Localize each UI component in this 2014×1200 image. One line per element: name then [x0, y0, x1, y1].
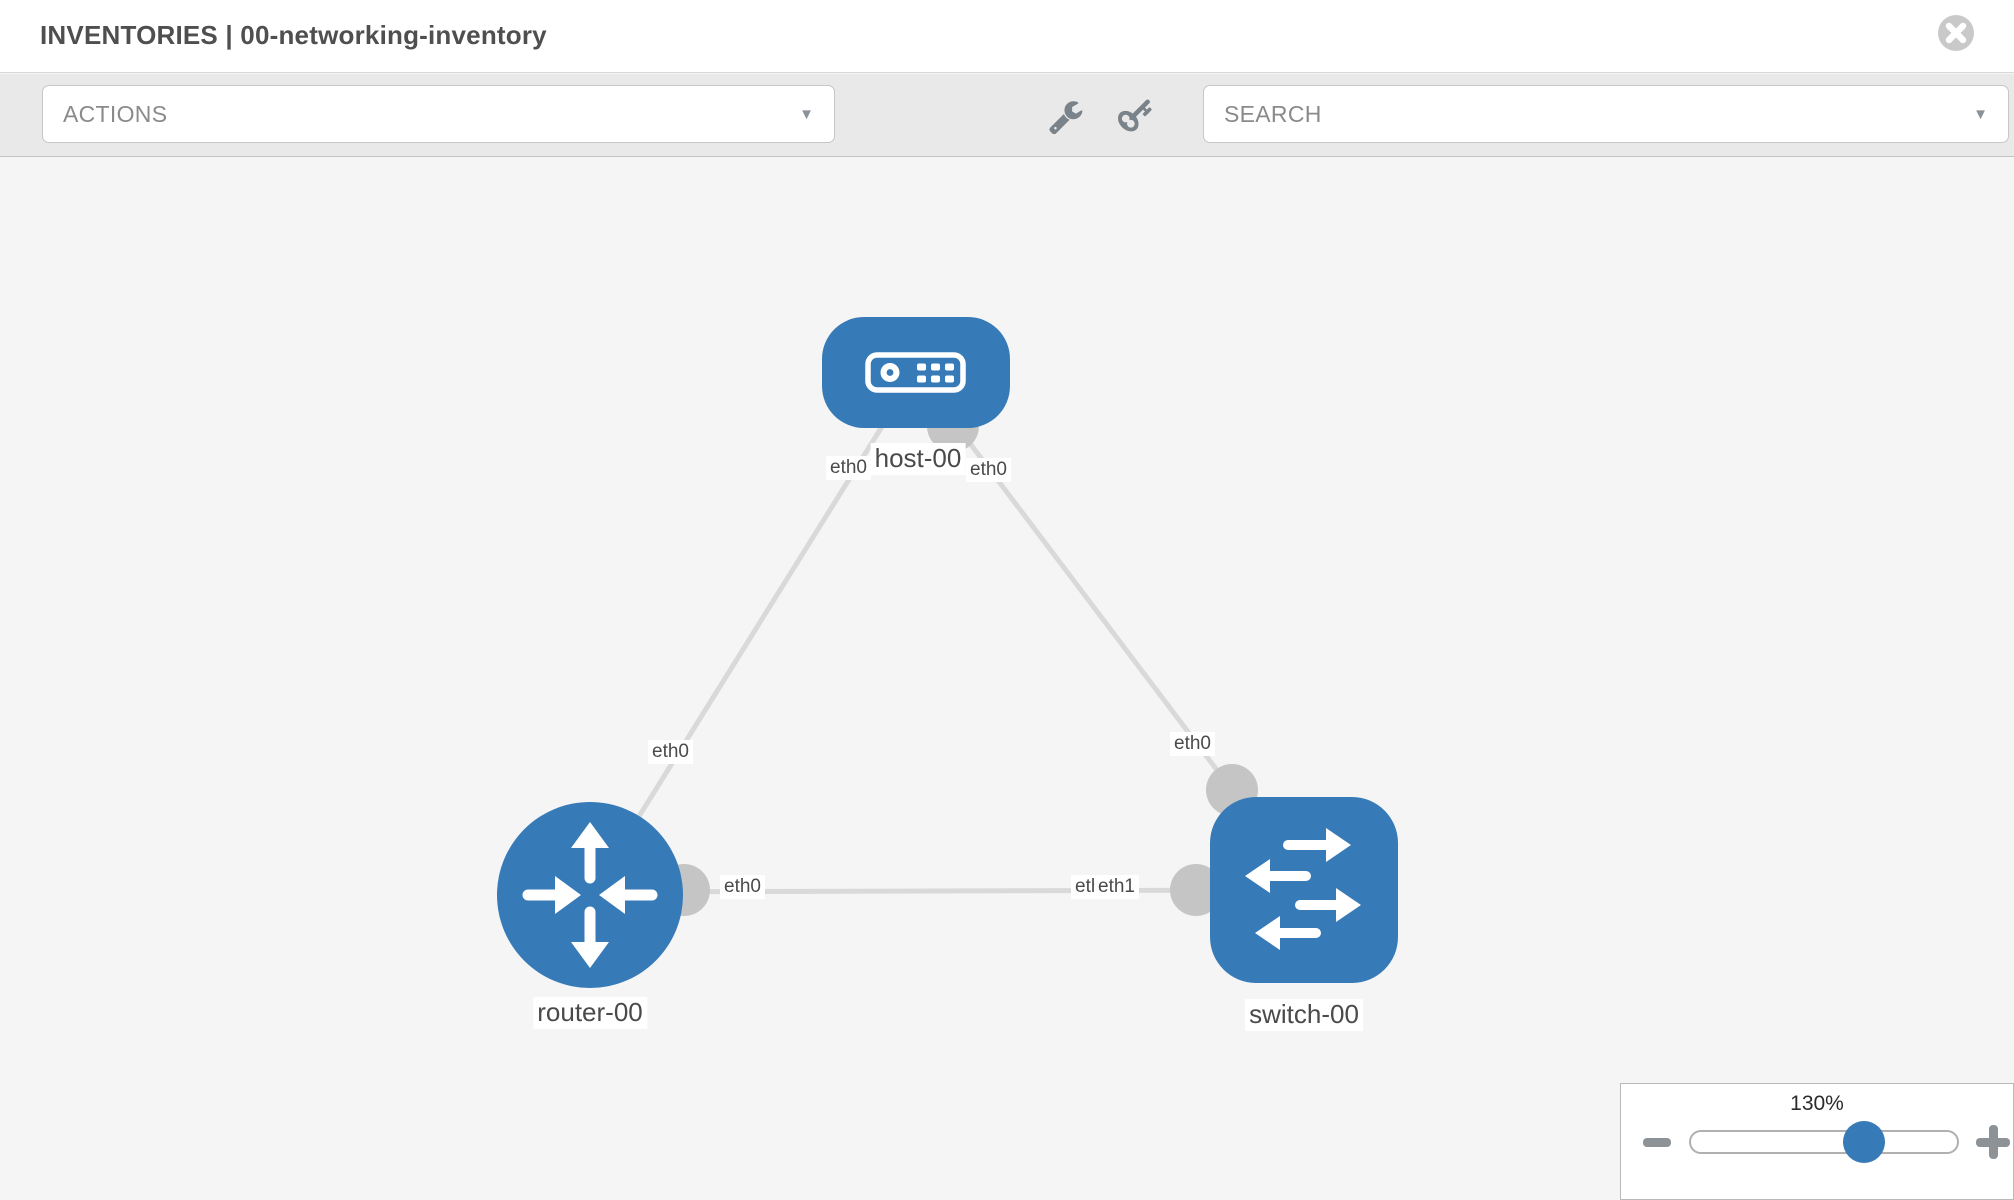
node-router[interactable] — [497, 802, 683, 988]
actions-dropdown-label: ACTIONS — [63, 100, 168, 127]
iface-label-router-eth0-uplink: eth0 — [648, 740, 693, 764]
zoom-slider[interactable] — [1689, 1130, 1959, 1154]
node-label-switch: switch-00 — [1245, 999, 1363, 1031]
key-icon[interactable] — [1118, 98, 1154, 134]
router-icon — [522, 822, 658, 968]
zoom-panel: 130% — [1620, 1083, 2014, 1200]
chevron-down-icon: ▼ — [1973, 105, 1988, 123]
close-icon — [1937, 15, 1975, 55]
toolbar: ACTIONS ▼ SEARCH ▼ — [0, 74, 2014, 157]
port-switch-eth1 — [1170, 864, 1222, 916]
close-button[interactable] — [1937, 14, 1975, 52]
iface-label-host-eth0-right: eth0 — [966, 458, 1011, 482]
search-dropdown[interactable]: SEARCH ▼ — [1203, 85, 2009, 143]
zoom-level-label: 130% — [1790, 1092, 1844, 1115]
node-label-host: host-00 — [870, 443, 966, 475]
iface-label-switch-eth0-uplink: eth0 — [1170, 732, 1215, 756]
chevron-down-icon: ▼ — [799, 105, 814, 123]
search-dropdown-label: SEARCH — [1224, 100, 1322, 127]
zoom-in-button[interactable] — [1973, 1122, 2013, 1162]
iface-label-router-eth0: eth0 — [720, 875, 765, 899]
iface-label-host-eth0-left: eth0 — [826, 456, 871, 480]
actions-dropdown[interactable]: ACTIONS ▼ — [42, 85, 835, 143]
page-title: INVENTORIES | 00-networking-inventory — [40, 20, 547, 50]
zoom-slider-handle[interactable] — [1843, 1121, 1885, 1163]
iface-label-switch-eth1: eth1 — [1094, 875, 1139, 899]
switch-icon — [1245, 828, 1361, 950]
wrench-icon[interactable] — [1049, 98, 1085, 135]
topology-canvas[interactable]: host-00 router-00 switch-00 eth0 eth0 et… — [0, 157, 2014, 1200]
node-host[interactable] — [822, 317, 1010, 428]
zoom-out-button[interactable] — [1643, 1138, 1671, 1147]
node-switch[interactable] — [1210, 797, 1398, 983]
page-header: INVENTORIES | 00-networking-inventory — [0, 0, 2014, 73]
node-label-router: router-00 — [533, 997, 647, 1029]
host-icon — [865, 352, 966, 393]
